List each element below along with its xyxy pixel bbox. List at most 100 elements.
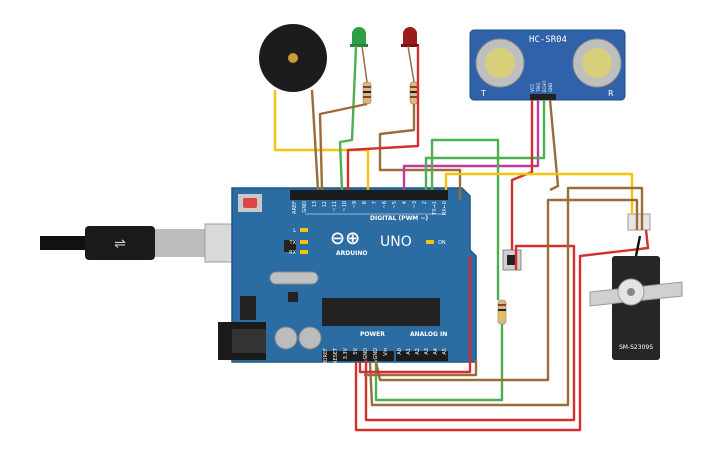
brand-label: ARDUINO — [336, 250, 367, 257]
pin-label: 7 — [372, 201, 378, 204]
digital-label: DIGITAL (PWM ~) — [370, 215, 428, 222]
usb-symbol-icon: ⇌ — [114, 236, 126, 252]
buzzer-center — [288, 53, 298, 63]
pin-label: GND — [373, 348, 379, 360]
sensor-header — [530, 94, 556, 100]
wire-green-led-gnd — [318, 102, 368, 191]
usb-plug-metal — [155, 229, 205, 257]
pin-label: AREF — [292, 201, 298, 214]
wire-servo-signal — [444, 172, 634, 214]
wire-sensor-gnd — [548, 99, 560, 192]
on-label: ON — [438, 240, 446, 246]
on-led — [426, 240, 434, 244]
pin-label: 2 — [422, 201, 428, 204]
sensor-r-mark: R — [608, 89, 614, 98]
pin-label: GND — [302, 201, 308, 213]
power-label: POWER — [360, 331, 385, 338]
wire-sensor-echo — [424, 100, 546, 190]
sensor-pin-label: ECHO — [542, 81, 547, 92]
red-led-base — [401, 44, 419, 47]
usb-cable: ⇌ — [40, 223, 264, 263]
piezo-buzzer — [259, 24, 327, 92]
resistor-button — [497, 299, 507, 325]
tx-label: TX — [289, 240, 297, 246]
regulator — [240, 296, 256, 320]
power-header — [322, 351, 394, 361]
wire-servo-gnd-2 — [368, 186, 644, 407]
analog-pin-label: A2 — [415, 348, 421, 355]
sensor-pin-label: TRIG — [536, 82, 541, 93]
atmega-chip — [322, 298, 440, 326]
sensor-pin-label: VCC — [530, 83, 535, 92]
l-led — [300, 228, 308, 232]
analog-pin-label: A5 — [442, 348, 448, 355]
small-ic-2 — [288, 292, 298, 302]
analog-pin-label: A0 — [397, 348, 403, 355]
push-button-cap — [507, 255, 517, 265]
pin-label: 5V — [353, 347, 359, 354]
pin-label: 3.3V — [343, 347, 349, 359]
pin-label: TX→1 — [432, 201, 438, 216]
pin-label: IOREF — [323, 348, 329, 363]
pin-label: 8 — [362, 201, 368, 204]
receiver-mesh — [582, 48, 612, 78]
wire-servo-gnd — [374, 198, 639, 382]
wire-servo-lead — [634, 235, 642, 257]
small-ic — [284, 240, 296, 252]
rx-label: RX — [289, 250, 296, 256]
usb-plug-body — [85, 226, 155, 260]
crystal — [269, 271, 319, 285]
servo-connector — [627, 213, 651, 231]
push-button[interactable] — [502, 249, 522, 271]
pin-label: ~5 — [392, 201, 398, 208]
red-led-body — [403, 27, 417, 46]
sensor-pin-label: GND — [548, 83, 553, 92]
red-led — [401, 27, 419, 47]
pin-label: RX←0 — [442, 201, 448, 215]
usb-cable-cord — [40, 236, 90, 250]
green-led-base — [350, 44, 368, 47]
pin-label: ~3 — [412, 201, 418, 208]
servo-label: SM-S2309S — [619, 344, 653, 351]
wire-buzzer-gnd — [310, 89, 320, 191]
capacitor-right — [298, 326, 322, 350]
sensor-t-mark: T — [480, 89, 486, 98]
servo-motor: SM-S2309S — [589, 213, 683, 360]
pin-label: 13 — [312, 201, 318, 207]
pin-label: RESET — [333, 347, 339, 364]
pin-label: ~10 — [342, 201, 348, 212]
green-led-body — [352, 27, 366, 46]
pin-label: Vin — [383, 348, 389, 356]
wires — [273, 45, 650, 432]
sensor-label: HC-SR04 — [529, 35, 567, 45]
pin-label: 4 — [402, 201, 408, 204]
analog-pin-label: A4 — [433, 348, 439, 355]
digital-header — [290, 190, 448, 200]
model-label: UNO — [380, 234, 412, 250]
wire-sensor-trig — [402, 100, 540, 190]
pin-label: ~11 — [332, 201, 338, 212]
wire-red-led-signal — [346, 46, 420, 190]
analog-header — [396, 351, 448, 361]
analog-pin-label: A1 — [406, 348, 412, 355]
wire-servo-vcc — [354, 229, 650, 432]
pin-label: ~9 — [352, 201, 358, 208]
arduino-board: L TX RX ON ⊖⊕ ARDUINO UNO DIGITAL (PWM ~… — [218, 187, 477, 364]
wire-red-led-gnd — [378, 104, 462, 200]
reset-button[interactable] — [243, 198, 257, 208]
l-label: L — [293, 228, 296, 234]
pin-label: ~6 — [382, 201, 388, 208]
capacitor-left — [274, 326, 298, 350]
wire-green-led-lead — [361, 45, 368, 83]
resistor-green-led — [362, 81, 372, 105]
wire-button-resistor — [374, 324, 504, 402]
power-jack-inner — [232, 329, 266, 353]
green-led — [350, 27, 368, 47]
wire-board-red-loop — [358, 256, 472, 374]
analog-label: ANALOG IN — [410, 331, 447, 338]
